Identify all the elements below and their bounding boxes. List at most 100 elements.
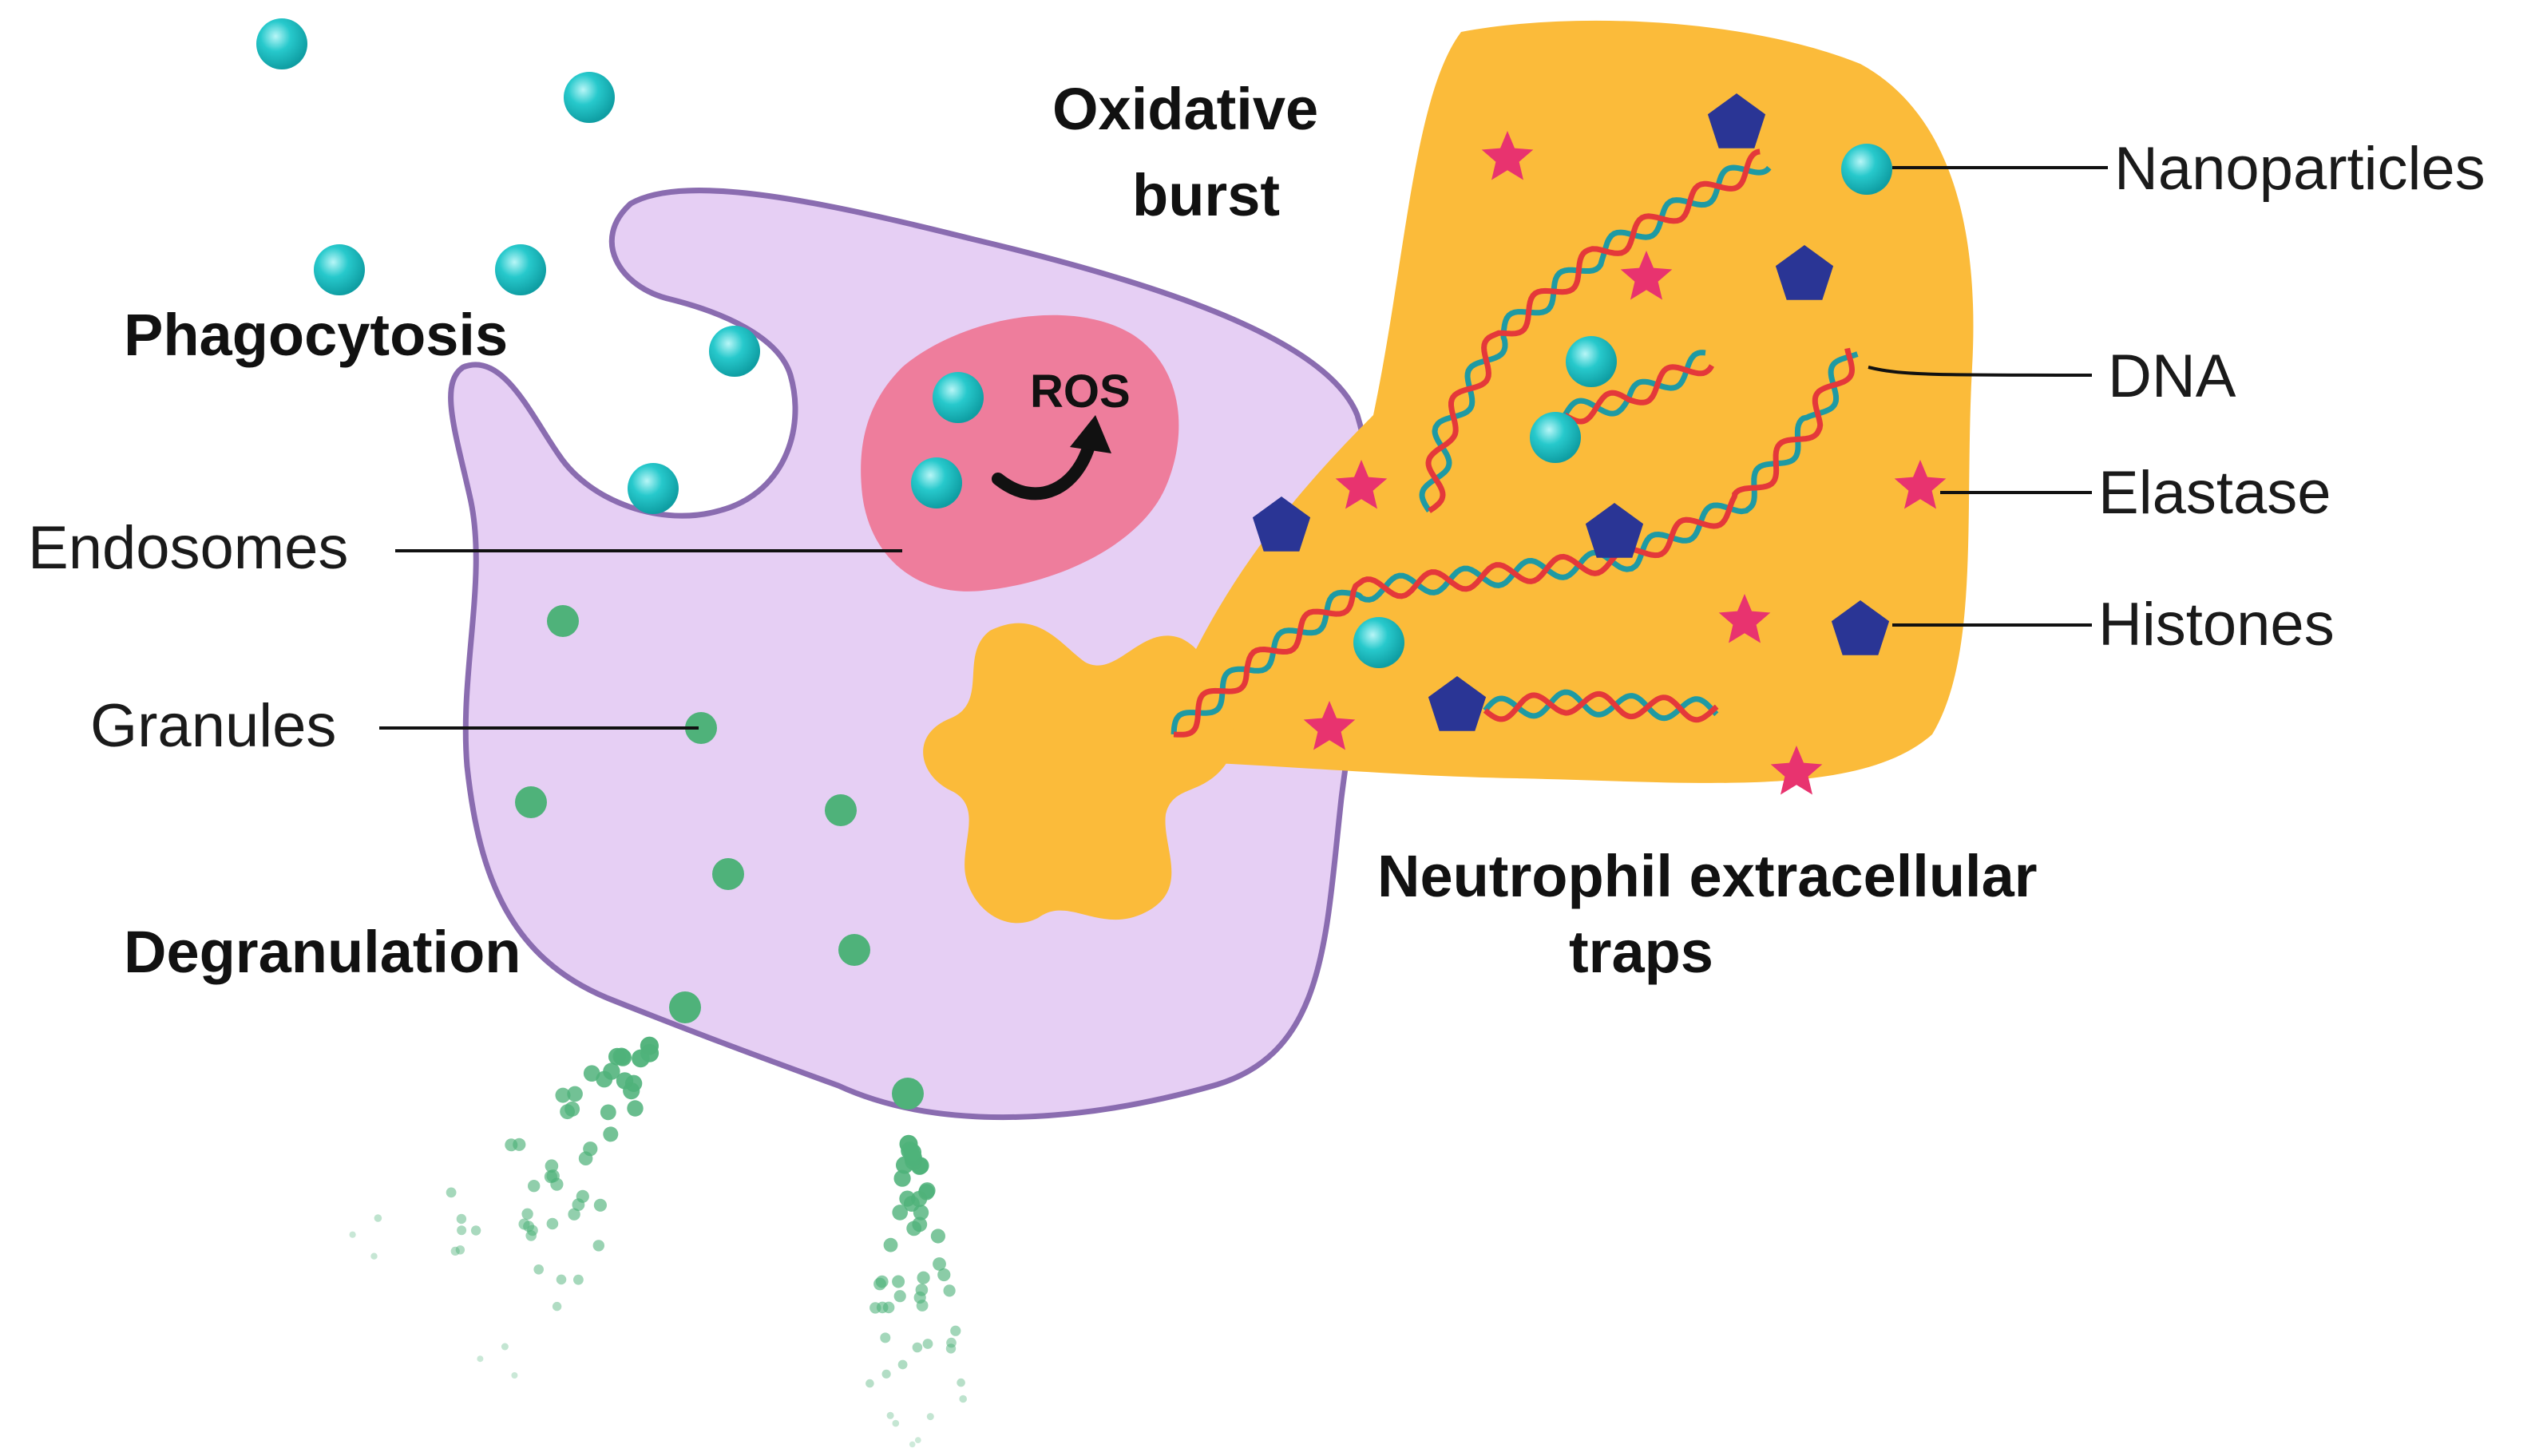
- released-granule-icon: [546, 1217, 559, 1230]
- elastase-star-icon: [1718, 594, 1771, 643]
- released-granule-icon: [573, 1274, 584, 1285]
- released-granule-icon: [869, 1302, 881, 1314]
- histone-pentagon-icon: [1585, 503, 1644, 558]
- dna-helix-icon: [1562, 350, 1715, 425]
- elastase-layer: [1303, 131, 1947, 795]
- dna-strand-a: [1563, 364, 1715, 425]
- released-granule-icon: [946, 1337, 957, 1348]
- granule-icon: [515, 786, 547, 818]
- released-granule-icon: [583, 1141, 598, 1157]
- nanoparticle-sphere-icon: [1530, 412, 1581, 463]
- released-granule-icon: [603, 1126, 619, 1142]
- histone-pentagon-icon: [1252, 497, 1311, 552]
- released-granule-icon: [914, 1437, 921, 1443]
- released-granule-icon: [528, 1180, 541, 1193]
- released-granule-icon: [873, 1277, 886, 1291]
- nucleus-blob: [923, 623, 1235, 924]
- granule-icon: [838, 934, 870, 966]
- granule-icon: [669, 991, 701, 1023]
- released-granule-icon: [866, 1379, 874, 1388]
- granule-icon: [712, 858, 744, 890]
- granules-layer: [515, 605, 924, 1110]
- dna-leader-line: [1868, 366, 2093, 377]
- net-label-line1: Neutrophil extracellular: [1377, 843, 2038, 909]
- released-granule-icon: [555, 1087, 571, 1103]
- nanoparticle-sphere-icon: [1566, 336, 1617, 387]
- released-granule-icon: [917, 1271, 930, 1284]
- released-granule-icon: [627, 1100, 644, 1117]
- oxidative-burst-label-line2: burst: [1132, 162, 1280, 228]
- nanoparticles-label: Nanoparticles: [2114, 135, 2486, 203]
- elastase-star-icon: [1481, 131, 1534, 180]
- released-granule-icon: [567, 1086, 583, 1102]
- released-granule-icon: [446, 1187, 457, 1198]
- released-granule-icon: [608, 1047, 626, 1066]
- histone-pentagon-icon: [1831, 600, 1890, 655]
- released-granule-icon: [880, 1332, 891, 1343]
- released-granule-icon: [937, 1268, 951, 1282]
- dna-helix-icon: [1483, 689, 1719, 723]
- released-granule-icon: [893, 1169, 911, 1187]
- released-granule-icon: [564, 1101, 580, 1117]
- net-label-line2: traps: [1569, 919, 1713, 985]
- released-granule-icon: [505, 1138, 518, 1152]
- endosomes-label: Endosomes: [28, 514, 348, 582]
- released-granule-icon: [501, 1343, 509, 1351]
- elastase-label: Elastase: [2098, 459, 2331, 527]
- histone-pentagon-icon: [1428, 676, 1487, 731]
- nanoparticle-sphere-icon: [628, 463, 679, 514]
- released-granule-icon: [525, 1230, 537, 1241]
- released-granule-icon: [450, 1246, 460, 1256]
- released-granule-icon: [897, 1359, 908, 1370]
- released-granule-icon: [572, 1198, 585, 1212]
- dna-helix-icon: [1171, 347, 1859, 738]
- nanoparticle-sphere-icon: [911, 457, 962, 508]
- released-granule-icon: [603, 1062, 620, 1080]
- degranulation-label: Degranulation: [124, 919, 521, 985]
- released-granule-icon: [886, 1411, 894, 1419]
- nanoparticle-layer: [256, 18, 1892, 668]
- released-granule-icon: [470, 1225, 481, 1236]
- released-granule-icon: [545, 1159, 559, 1173]
- released-granule-icon: [943, 1284, 956, 1297]
- granule-icon: [892, 1078, 924, 1110]
- dna-strand-a: [1425, 148, 1761, 513]
- released-granule-icon: [912, 1342, 923, 1353]
- released-granule-icon: [959, 1395, 967, 1403]
- ros-label: ROS: [1030, 366, 1131, 417]
- dna-layer: [1171, 148, 1859, 738]
- released-granule-icon: [957, 1378, 965, 1387]
- phagocytosis-label: Phagocytosis: [124, 302, 508, 368]
- released-granule-icon: [374, 1214, 382, 1222]
- nanoparticle-sphere-icon: [709, 326, 760, 377]
- nanoparticle-sphere-icon: [933, 372, 984, 423]
- released-granule-icon: [893, 1290, 906, 1303]
- degranulation-spray: [349, 1036, 967, 1448]
- released-granule-icon: [930, 1228, 945, 1244]
- granule-icon: [547, 605, 579, 637]
- dna-strand-a: [1173, 347, 1856, 738]
- released-granule-icon: [455, 1245, 465, 1255]
- released-granule-icon: [913, 1291, 926, 1304]
- nanoparticle-sphere-icon: [256, 18, 307, 69]
- released-granule-icon: [552, 1301, 562, 1312]
- nanoparticle-sphere-icon: [564, 72, 615, 123]
- elastase-star-icon: [1894, 460, 1947, 509]
- histones-label: Histones: [2098, 591, 2335, 659]
- released-granule-icon: [899, 1190, 916, 1207]
- released-granule-icon: [533, 1264, 544, 1275]
- released-granule-icon: [883, 1237, 898, 1252]
- released-granule-icon: [556, 1274, 567, 1285]
- dna-strand-b: [1171, 351, 1859, 735]
- released-granule-icon: [945, 1343, 957, 1354]
- released-granule-icon: [600, 1104, 616, 1121]
- granule-icon: [685, 712, 717, 744]
- elastase-star-icon: [1335, 460, 1388, 509]
- dna-label: DNA: [2108, 342, 2236, 410]
- nanoparticle-sphere-icon: [1841, 144, 1892, 195]
- elastase-star-icon: [1303, 701, 1356, 750]
- released-granule-icon: [370, 1252, 378, 1260]
- released-granule-icon: [933, 1257, 946, 1271]
- nanoparticle-sphere-icon: [1353, 617, 1404, 668]
